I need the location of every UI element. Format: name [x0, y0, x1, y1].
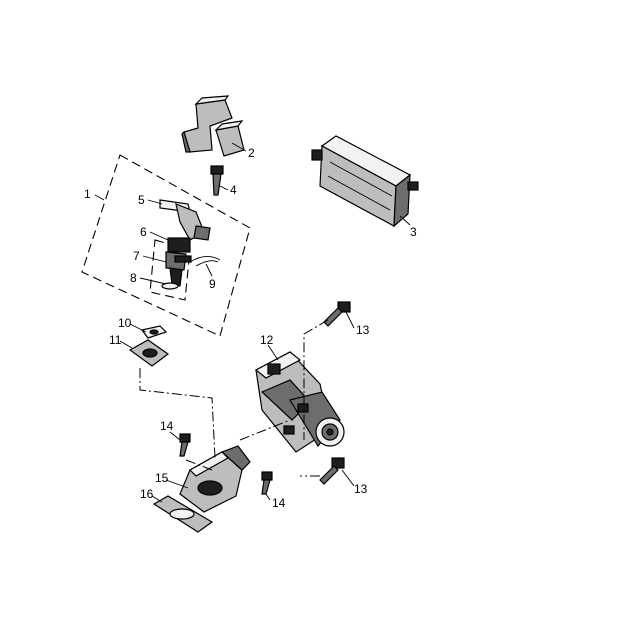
throttle-body-icon[interactable] [254, 351, 345, 453]
callout-5: 5 [138, 193, 145, 207]
callout-4: 4 [230, 183, 237, 197]
callout-7: 7 [133, 249, 140, 263]
callout-14-left: 14 [160, 419, 174, 433]
callout-8: 8 [130, 271, 137, 285]
callout-12: 12 [260, 333, 274, 347]
fuel-rail-icon[interactable] [159, 199, 211, 241]
bolt-icon[interactable] [210, 165, 224, 196]
intake-manifold-icon[interactable] [179, 445, 251, 513]
assembly-group-outline [81, 154, 251, 337]
manifold-gasket-icon[interactable] [152, 495, 214, 533]
callout-13-lower: 13 [354, 482, 368, 496]
callout-10: 10 [118, 316, 132, 330]
callout-2: 2 [248, 146, 255, 160]
callout-9: 9 [209, 277, 216, 291]
gasket-small-icon[interactable] [140, 325, 168, 339]
bolt-13-upper-icon[interactable] [323, 301, 351, 327]
bolt-13-lower-icon[interactable] [319, 457, 345, 485]
fuel-injector-icon[interactable] [161, 237, 192, 290]
assembly-center-lines [139, 319, 329, 477]
retaining-clip-icon[interactable] [189, 256, 221, 267]
flange-gasket-icon[interactable] [128, 339, 170, 367]
callout-16: 16 [140, 487, 154, 501]
charcoal-canister-icon[interactable] [311, 135, 419, 228]
bolt-14-right-icon[interactable] [261, 471, 273, 495]
leader-lines [94, 142, 411, 503]
injector-cover-icon[interactable] [181, 95, 245, 157]
callout-11: 11 [109, 333, 122, 347]
callout-15: 15 [155, 471, 169, 485]
callout-13-upper: 13 [356, 323, 370, 337]
callout-14-right: 14 [272, 496, 286, 510]
bolt-14-left-icon[interactable] [179, 433, 191, 457]
callout-1: 1 [84, 187, 91, 201]
callout-3: 3 [410, 225, 417, 239]
callout-numbers: 1 2 3 4 5 6 7 8 9 10 11 12 13 13 14 14 1… [84, 146, 417, 510]
callout-6: 6 [140, 225, 147, 239]
